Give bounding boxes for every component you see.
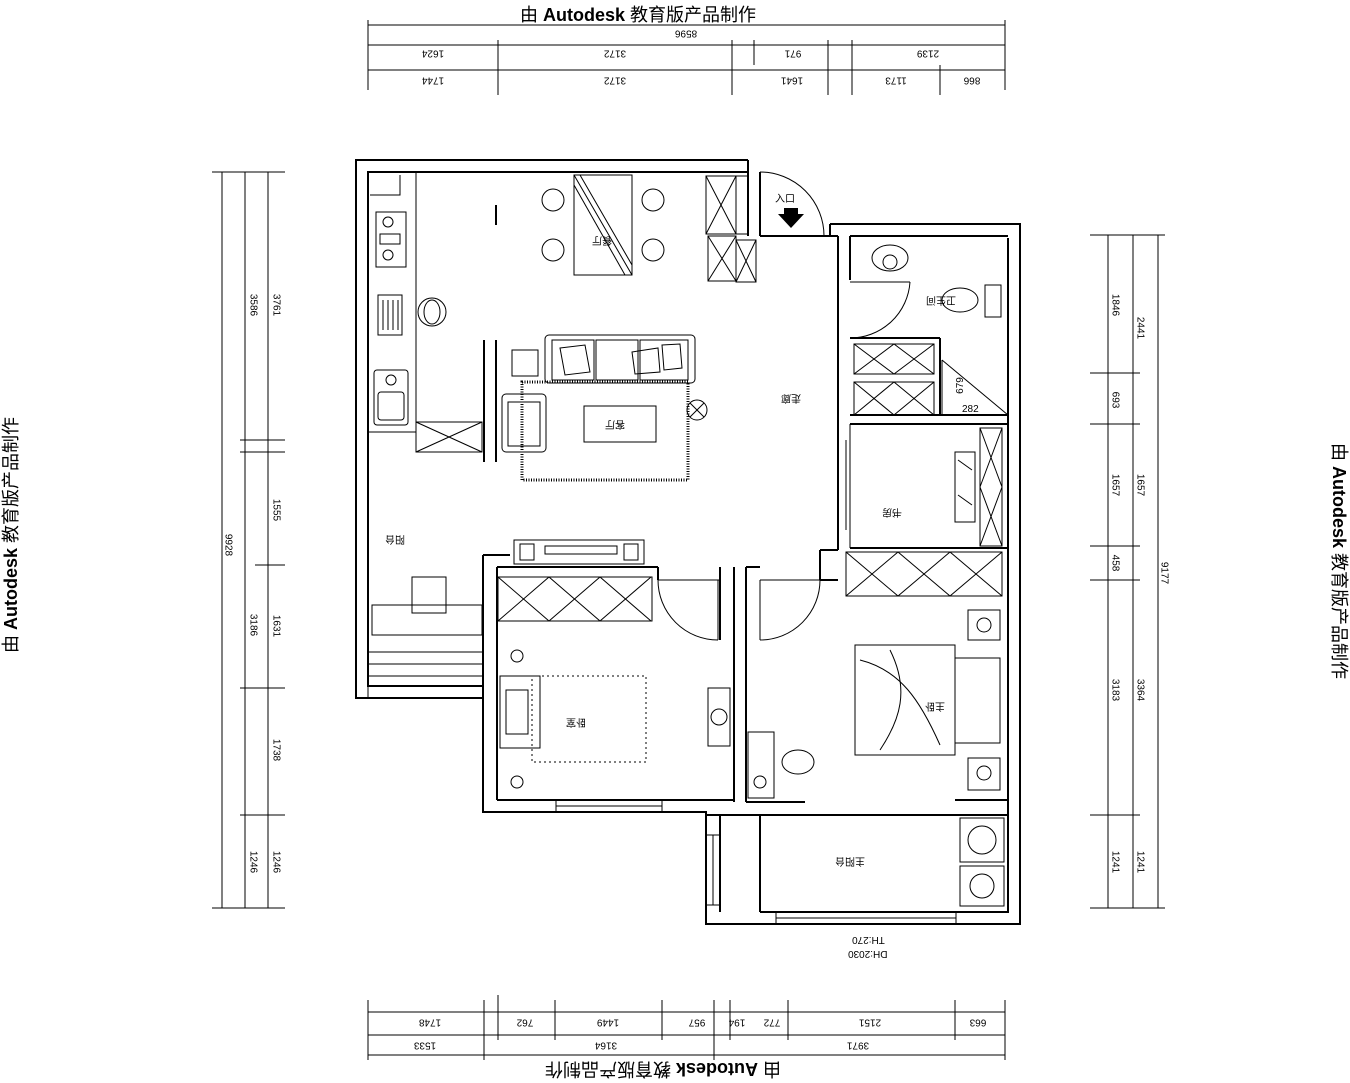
left-dim-outer: 1631	[270, 614, 282, 638]
left-dimension-lines	[212, 171, 285, 909]
living-room-furniture	[501, 334, 708, 482]
bottom-dim-row1: 1449	[596, 1016, 620, 1028]
label-living: 客厅	[605, 418, 625, 429]
bottom-dim-row1: 957	[688, 1016, 706, 1028]
right-dim-outer: 2441	[1134, 316, 1146, 340]
kitchen-fixtures	[367, 171, 483, 453]
label-entrance: 入口	[775, 194, 795, 205]
bottom-dim-row1: 2151	[858, 1016, 882, 1028]
right-dim-outer: 3364	[1134, 678, 1146, 702]
label-corridor: 走廊	[781, 392, 801, 403]
bottom-dim-row2: 3164	[594, 1039, 618, 1051]
left-dim-inner: 3586	[247, 293, 259, 317]
label-dining: 餐厅	[592, 234, 612, 245]
left-dim-outer: 1555	[270, 498, 282, 522]
bottom-dim-row1: 762	[516, 1016, 534, 1028]
bottom-dim-row1: 194	[728, 1016, 746, 1028]
top-dim-row1: 971	[784, 47, 802, 59]
label-note2: DH:2030	[848, 948, 888, 959]
top-dim-row2: 1173	[885, 74, 907, 86]
top-dim-row2: 1744	[421, 74, 445, 86]
top-dim-row2: 866	[963, 74, 981, 86]
doors	[657, 171, 911, 641]
label-toilet: 卫生间	[926, 294, 956, 305]
study-daybed	[954, 451, 976, 523]
watermark-bottom: 由 Autodesk 教育版产品制作	[545, 1059, 782, 1079]
label-note1: TH:270	[852, 934, 885, 945]
label-master: 主卧	[925, 700, 945, 711]
right-dim-outer: 1657	[1134, 473, 1146, 497]
left-dim-inner: 3186	[247, 613, 259, 637]
label-small-dim2: 282	[962, 404, 979, 415]
watermark-left: 由 Autodesk 教育版产品制作	[1, 416, 21, 653]
right-dim-inner: 693	[1109, 391, 1121, 409]
bedroom2-furniture	[499, 649, 731, 789]
bathroom-fixtures	[871, 244, 1009, 416]
entrance-arrow	[778, 208, 804, 228]
right-dim-inner: 3183	[1109, 678, 1121, 702]
watermark-top: 由 Autodesk 教育版产品制作	[520, 5, 757, 25]
top-dim-row2: 3172	[603, 74, 627, 86]
bottom-dimension-lines	[367, 995, 1006, 1060]
bottom-dim-row1: 1748	[418, 1016, 442, 1028]
right-dimension-lines	[1090, 234, 1165, 909]
top-dim-row1: 2139	[916, 47, 940, 59]
walls	[355, 159, 1021, 925]
dining-table	[541, 174, 665, 276]
windows	[367, 651, 957, 925]
top-dim-overall: 8596	[674, 27, 698, 39]
left-dim-inner: 1246	[247, 850, 259, 874]
left-dim-outer: 1246	[270, 850, 282, 874]
top-dimension-lines	[367, 20, 1006, 95]
label-bedroom: 卧室	[566, 716, 586, 727]
right-dim-outer: 1241	[1134, 850, 1146, 874]
label-master-balcony: 主阳台	[835, 855, 865, 866]
left-dim-overall: 9928	[222, 533, 234, 557]
right-dim-inner: 1241	[1109, 850, 1121, 874]
right-dim-overall: 9177	[1158, 561, 1170, 585]
bottom-dim-row2: 1533	[413, 1039, 437, 1051]
bottom-dim-row1: 663	[969, 1016, 987, 1028]
left-dim-outer: 1738	[270, 738, 282, 762]
top-dim-row2: 1641	[780, 74, 804, 86]
left-dim-outer: 3761	[270, 293, 282, 317]
closets	[497, 343, 1003, 622]
bottom-dim-row1: 772	[763, 1016, 781, 1028]
top-dim-row1: 1624	[421, 47, 445, 59]
right-dim-inner: 458	[1109, 554, 1121, 572]
right-dim-inner: 1657	[1109, 473, 1121, 497]
entry-cabinets	[705, 175, 757, 283]
master-bedroom-furniture	[747, 609, 1001, 799]
label-study: 书房	[882, 506, 902, 517]
balcony-fixtures	[959, 817, 1005, 907]
study-desk	[371, 576, 483, 636]
label-balcony: 阳台	[385, 533, 405, 544]
label-small-dim: 679	[954, 377, 966, 394]
right-dim-inner: 1846	[1109, 293, 1121, 317]
bottom-dim-row2: 3971	[846, 1039, 870, 1051]
watermark-right: 由 Autodesk 教育版产品制作	[1329, 443, 1349, 680]
top-dim-row1: 3172	[603, 47, 627, 59]
